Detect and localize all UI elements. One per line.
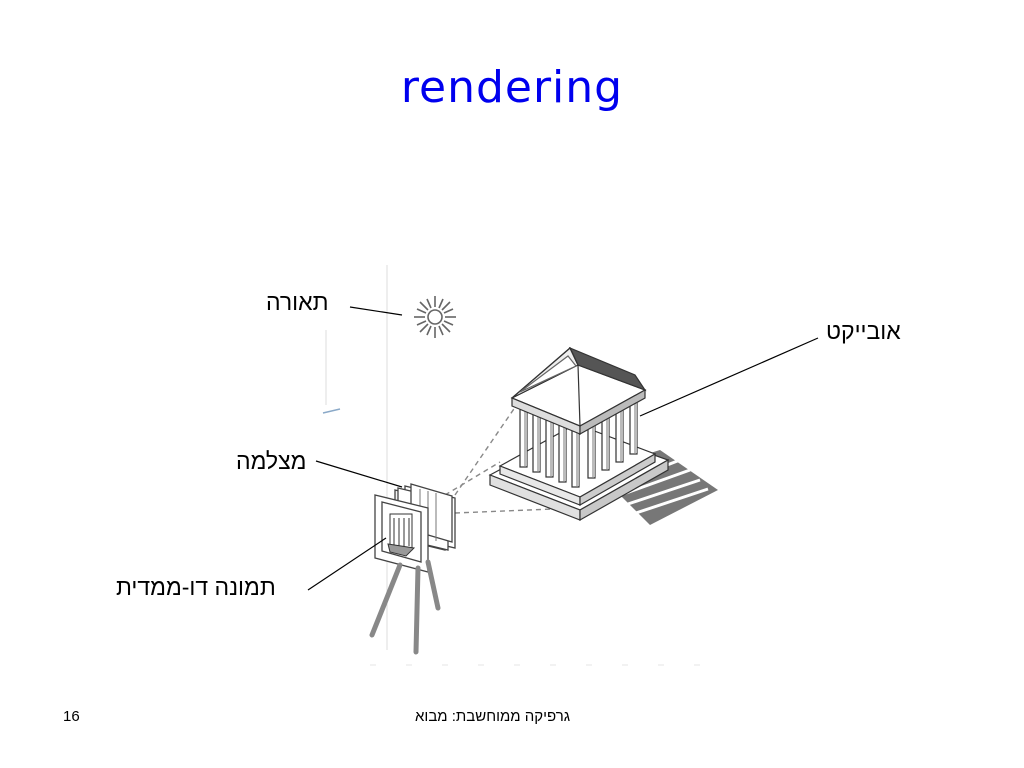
sun-icon xyxy=(414,296,456,338)
slide-title: rendering xyxy=(400,62,624,113)
footer-course-title: גרפיקה ממוחשבת: מבוא xyxy=(415,708,571,725)
light-label: תאורה xyxy=(266,289,329,315)
camera-icon xyxy=(369,483,456,655)
leader-light xyxy=(349,306,403,316)
leader-image xyxy=(307,537,387,591)
temple-icon xyxy=(488,346,670,522)
leader-lines xyxy=(307,306,819,591)
image-2d-label: תמונה דו-ממדית xyxy=(116,574,276,600)
scan-artifacts xyxy=(325,265,705,666)
page-number: 16 xyxy=(63,708,80,725)
camera-label: מצלמה xyxy=(236,448,307,474)
object-label: אובייקט xyxy=(826,318,901,344)
leader-object xyxy=(639,337,819,417)
leader-camera xyxy=(315,460,403,488)
projected-image xyxy=(387,513,416,557)
artifact-stroke xyxy=(322,408,341,414)
